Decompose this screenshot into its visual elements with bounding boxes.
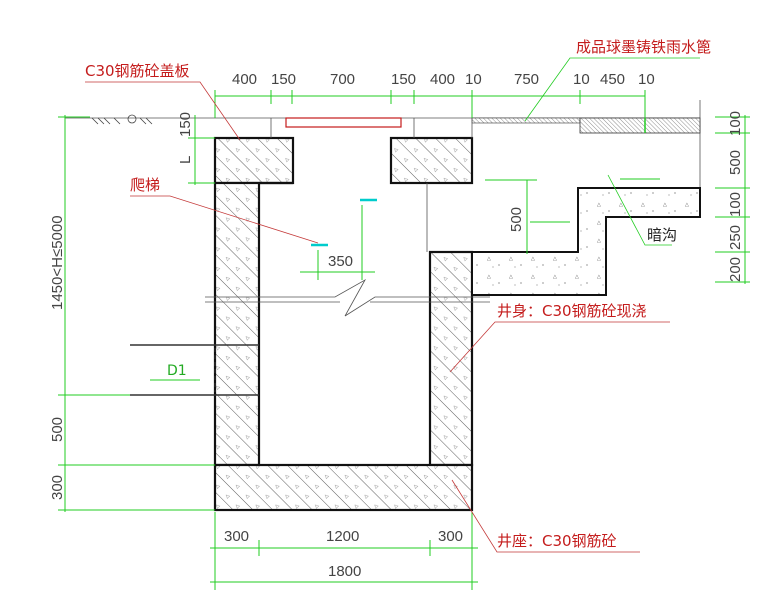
leader-line (449, 321, 670, 373)
dim-text: 300 (224, 528, 249, 545)
base-slab (213, 463, 474, 512)
dim-text: 500 (49, 417, 66, 442)
total-width: 1800 (328, 563, 361, 580)
dim-text: 150 (391, 71, 416, 88)
label-ladder: 爬梯 (130, 176, 160, 194)
dim-text: 400 (232, 71, 257, 88)
leader-line (451, 479, 640, 553)
inner-dimensions: 350 500 (300, 178, 660, 280)
leader-line (130, 195, 319, 244)
grate-strip (471, 117, 581, 124)
dim-text: 150 (271, 71, 296, 88)
break-line (205, 278, 490, 317)
label-culvert: 暗沟 (647, 226, 677, 244)
label-well-base: 井座：C30钢筋砼 (497, 532, 617, 550)
label-grate: 成品球墨铸铁雨水篦 (576, 38, 711, 56)
dim-text: 350 (328, 253, 353, 270)
dim-text: 1450<H≤5000 (49, 215, 66, 310)
dim-text: 400 (430, 71, 455, 88)
wall-right (428, 250, 474, 467)
ground-symbol-icon (91, 114, 153, 125)
dim-text: 1200 (326, 528, 359, 545)
pavement-block (579, 117, 701, 134)
dim-text: 300 (438, 528, 463, 545)
pipe-label: D1 (167, 363, 187, 379)
grate-cover (285, 117, 402, 128)
dim-text: 500 (727, 150, 744, 175)
leader-line (85, 81, 241, 141)
dim-text: 300 (49, 475, 66, 500)
dim-text: L (177, 156, 194, 164)
dim-text: 750 (514, 71, 539, 88)
cover-slab-right (389, 136, 474, 185)
cover-outline (259, 118, 473, 252)
dim-text: 150 (177, 112, 194, 137)
dim-text: 500 (508, 207, 525, 232)
dim-text: 450 (600, 71, 625, 88)
leader-line (607, 174, 672, 246)
cover-slab-left (213, 136, 295, 185)
right-dimensions: 100 500 100 250 200 (715, 111, 750, 284)
top-dimensions: 400 150 700 150 400 10 750 10 450 10 (214, 71, 655, 118)
dim-text: 700 (330, 71, 355, 88)
left-dimensions: 1450<H≤5000 500 300 150 L (49, 112, 215, 512)
wall-left (213, 181, 261, 467)
label-cover-slab: C30钢筋砼盖板 (85, 62, 190, 80)
dim-text: 10 (573, 71, 590, 88)
pipe-d1: D1 (130, 344, 259, 396)
dim-text: 100 (727, 192, 744, 217)
dim-text: 100 (727, 111, 744, 136)
dim-text: 10 (638, 71, 655, 88)
dim-text: 200 (727, 257, 744, 282)
label-well-body: 井身：C30钢筋砼现浇 (497, 302, 647, 320)
leader-line (524, 57, 700, 122)
culvert-channel (471, 187, 701, 296)
dim-text: 250 (727, 225, 744, 250)
dim-text: 10 (465, 71, 482, 88)
bottom-dimensions: 300 1200 300 1800 (210, 512, 478, 590)
